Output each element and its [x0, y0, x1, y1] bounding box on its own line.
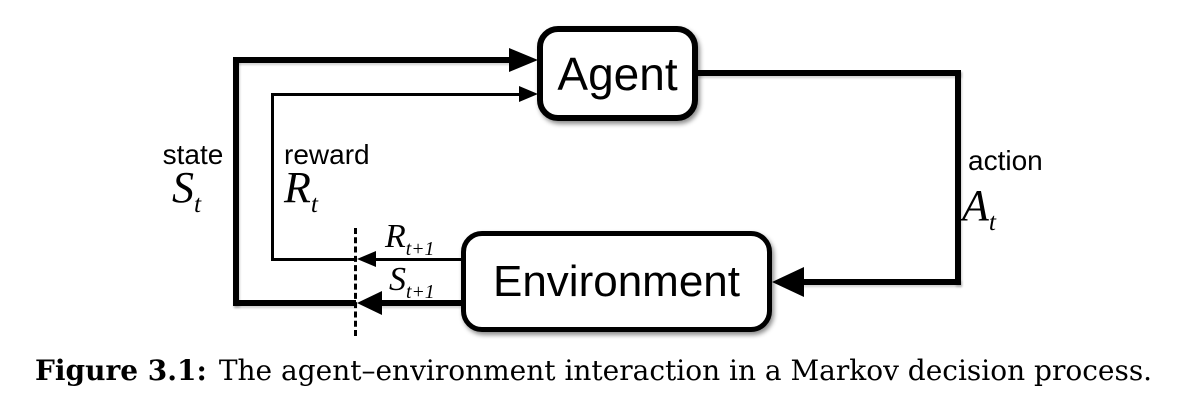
next-state-symbol: St+1 [389, 261, 435, 303]
reward-symbol: Rt [284, 163, 318, 218]
figure-caption-number: Figure 3.1: [35, 354, 207, 387]
figure-caption: Figure 3.1: The agent–environment interac… [35, 354, 1195, 388]
reward-label: reward [284, 139, 370, 170]
state-label: state [162, 139, 224, 170]
action-line-bottom [802, 279, 961, 285]
reward-line-bottom [271, 258, 356, 261]
agent-box-label: Agent [557, 47, 678, 100]
reward-arrowhead-icon [519, 86, 538, 102]
environment-box: Environment [461, 231, 772, 332]
next-reward-symbol: Rt+1 [385, 218, 435, 260]
state-arrowhead-icon [509, 48, 538, 72]
agent-box: Agent [537, 26, 698, 121]
action-line-top [697, 70, 961, 76]
next-reward-line [373, 258, 463, 261]
next-state-arrowhead-icon [357, 291, 382, 315]
next-state-line [380, 300, 463, 306]
action-line-vertical [955, 70, 961, 285]
action-label: action [968, 145, 1043, 176]
state-line-vertical [233, 57, 239, 306]
state-line-top [233, 57, 510, 63]
action-symbol: At [962, 181, 996, 236]
figure-caption-text: The agent–environment interaction in a M… [218, 354, 1153, 387]
reward-line-vertical [271, 93, 274, 261]
next-reward-arrowhead-icon [357, 251, 376, 267]
state-symbol: St [172, 163, 202, 218]
environment-box-label: Environment [492, 256, 740, 306]
time-boundary-dashed-line [354, 228, 357, 336]
reward-line-top [271, 93, 519, 96]
action-arrowhead-icon [772, 267, 804, 297]
state-line-bottom [233, 300, 356, 306]
